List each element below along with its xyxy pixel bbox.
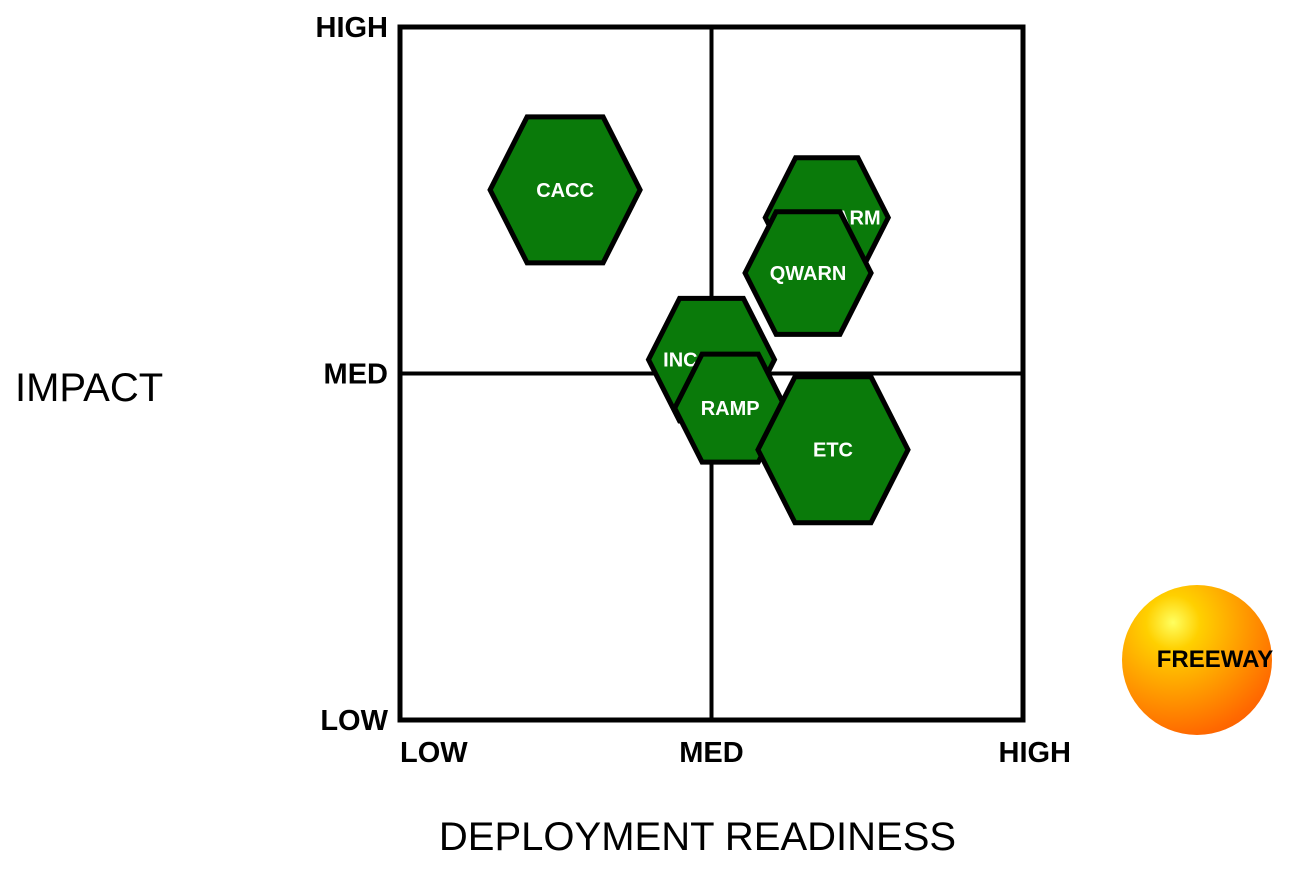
point-label-cacc: CACC — [536, 180, 594, 202]
y-tick-med: MED — [324, 359, 388, 391]
hexagon-etc — [755, 374, 911, 526]
point-label-etc: ETC — [813, 440, 853, 462]
point-label-qwarn: QWARN — [770, 263, 847, 285]
x-axis-title: DEPLOYMENT READINESS — [438, 815, 957, 859]
x-tick-low: LOW — [400, 737, 468, 769]
hexagon-cacc — [487, 114, 643, 266]
point-qwarn: QWARN — [742, 209, 874, 337]
point-label-ramp: RAMP — [701, 398, 760, 420]
x-tick-med: MED — [679, 737, 743, 769]
freeway-badge: FREEWAY — [1122, 585, 1274, 735]
hexagon-markers: CACCSPD-HARMQWARNINC-ZONERAMPETC — [487, 114, 911, 526]
point-etc: ETC — [755, 374, 911, 526]
point-cacc: CACC — [487, 114, 643, 266]
y-axis-title: IMPACT — [15, 366, 164, 410]
y-tick-high: HIGH — [316, 12, 389, 44]
hexagon-qwarn — [742, 209, 874, 337]
x-tick-high: HIGH — [999, 737, 1072, 769]
axis-ticks: LOW MED HIGH LOW MED HIGH — [316, 12, 1072, 769]
freeway-badge-label: FREEWAY — [1156, 646, 1274, 673]
y-tick-low: LOW — [320, 705, 388, 737]
